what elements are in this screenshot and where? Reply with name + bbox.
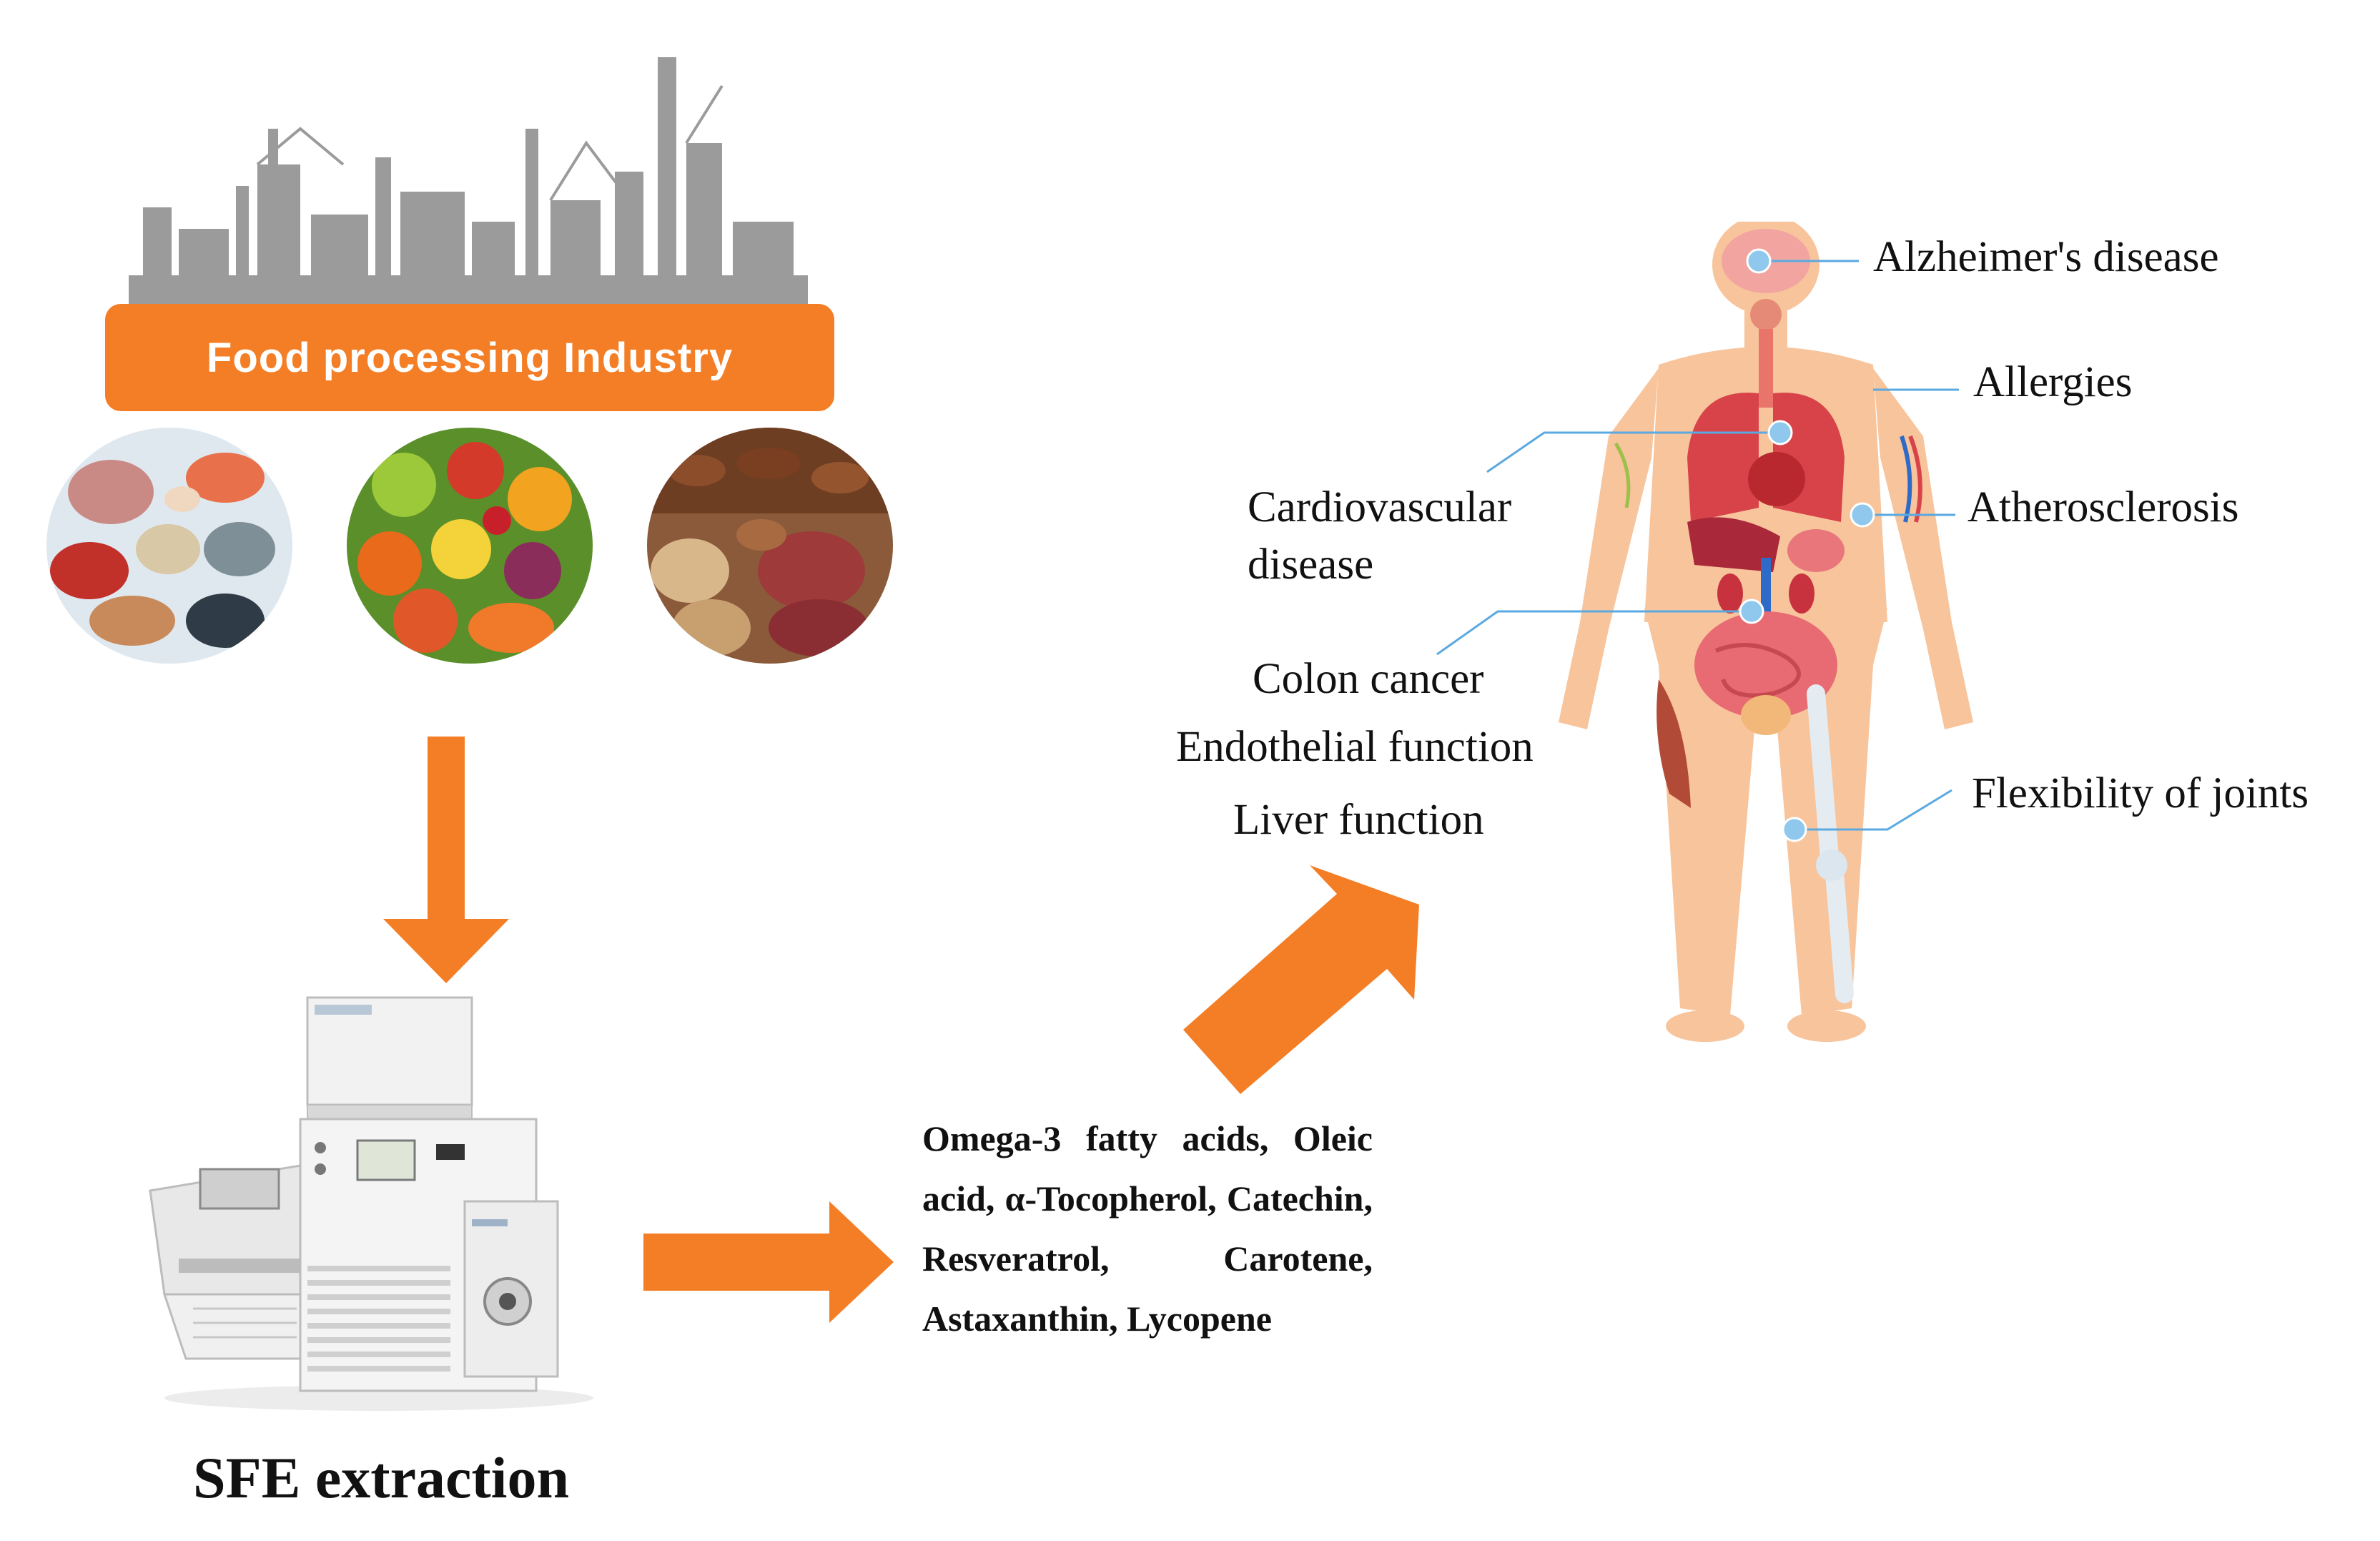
label-atherosclerosis: Atherosclerosis (1967, 483, 2239, 531)
arm-marker (1850, 502, 1875, 528)
label-alzheimers: Alzheimer's disease (1873, 233, 2219, 281)
label-colon-cancer: Colon cancer (1253, 655, 1484, 703)
right-arrow (643, 1201, 894, 1323)
food-industry-banner: Food processing Industry (105, 304, 834, 411)
seafood-photo (46, 428, 292, 664)
intestine-marker (1739, 599, 1764, 624)
factory-skyline-icon (129, 57, 808, 304)
nuts-photo (647, 428, 893, 664)
label-liver: Liver function (1233, 796, 1484, 844)
label-joints: Flexibility of joints (1972, 769, 2309, 817)
bioactive-compounds-list: Omega-3 fatty acids, Oleic acid, α-Tocop… (922, 1118, 1373, 1339)
label-cardiovascular: Cardiovascular disease (1248, 483, 1512, 589)
lung-marker (1767, 420, 1793, 445)
knee-marker (1782, 817, 1807, 842)
label-allergies: Allergies (1973, 358, 2133, 406)
brain-marker (1746, 248, 1772, 274)
sfe-extraction-caption: SFE extraction (193, 1445, 570, 1510)
fruits-vegetables-photo (347, 428, 593, 664)
down-arrow (383, 737, 509, 983)
food-industry-label: Food processing Industry (206, 334, 734, 381)
sfe-instrument-illustration (149, 996, 593, 1411)
label-endothelial: Endothelial function (1176, 723, 1534, 771)
diagonal-arrow (1183, 865, 1419, 1094)
human-anatomy-illustration (1559, 222, 1973, 1042)
